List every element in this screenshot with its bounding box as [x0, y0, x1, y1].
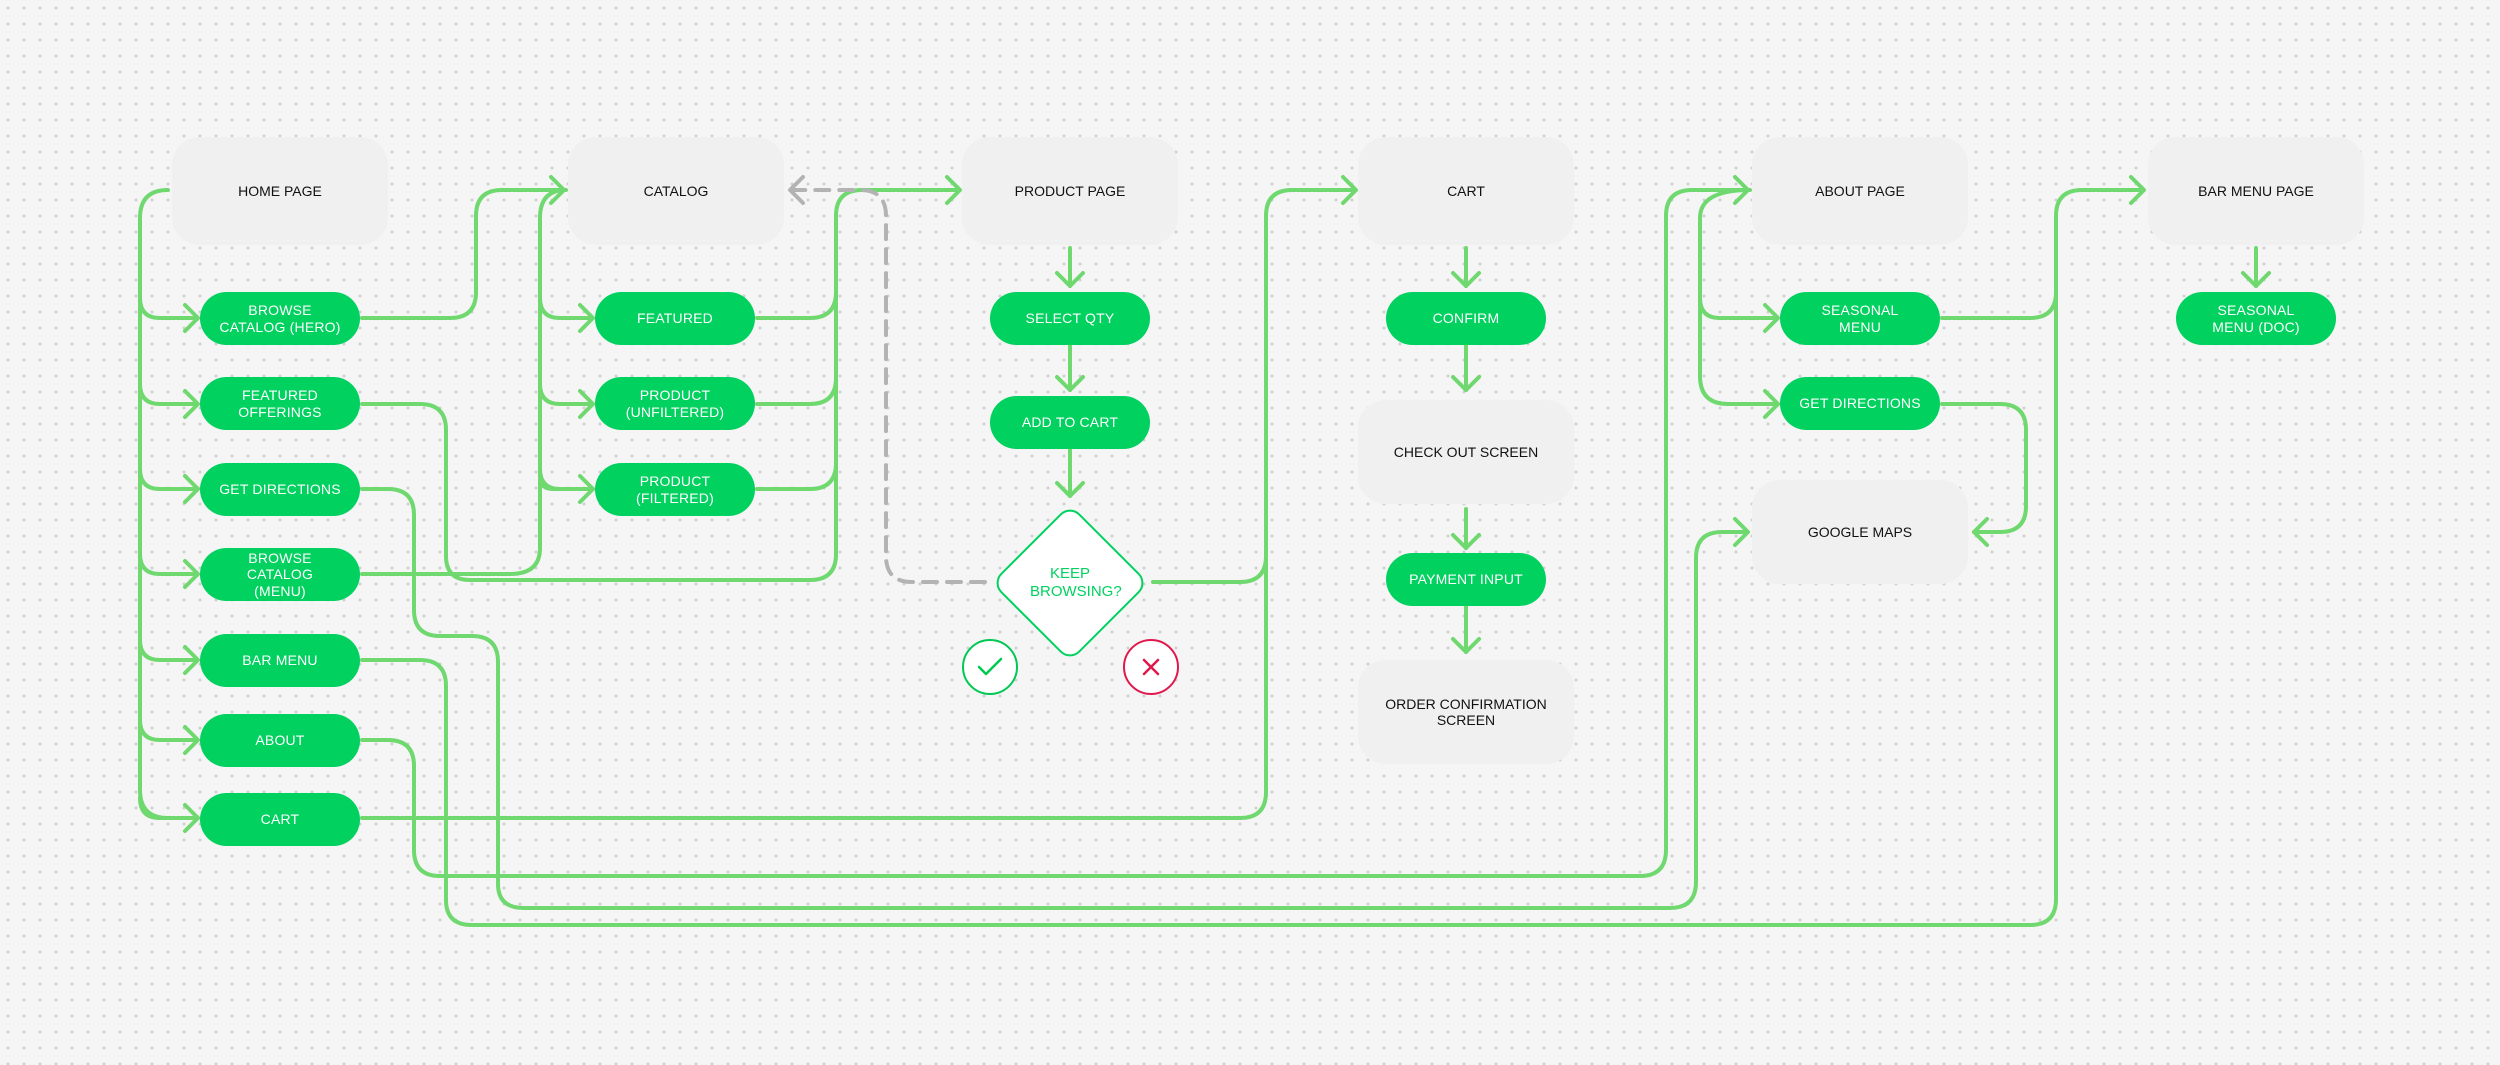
- arrowhead-right: [183, 389, 200, 419]
- featured-button[interactable]: FEATURED: [595, 292, 755, 345]
- catalog-branch-1: [538, 382, 593, 406]
- arrowhead-right: [183, 803, 200, 833]
- arrowhead-down: [2241, 271, 2271, 288]
- arrowhead-down: [1055, 375, 1085, 392]
- browse-catalog-hero-button[interactable]: BROWSE CATALOG (HERO): [200, 292, 360, 345]
- featured-to-product: [755, 290, 838, 320]
- decision-to-cart: [1151, 188, 1356, 584]
- arrowhead-right: [578, 303, 595, 333]
- arrowhead-down: [1451, 271, 1481, 288]
- arrowhead-right: [1341, 175, 1358, 205]
- arrowhead-down: [1451, 533, 1481, 550]
- keep-browsing-decision[interactable]: KEEP BROWSING?: [987, 500, 1153, 666]
- bar-menu-button[interactable]: BAR MENU: [200, 634, 360, 687]
- about-button[interactable]: ABOUT: [200, 714, 360, 767]
- filtered-to-product: [755, 461, 838, 491]
- bar-menu-page-node[interactable]: BAR MENU PAGE: [2148, 137, 2364, 245]
- arrowhead-right: [183, 645, 200, 675]
- featured-offerings-button[interactable]: FEATURED OFFERINGS: [200, 377, 360, 430]
- arrowhead-down: [1055, 271, 1085, 288]
- checkmark-glyph: [977, 657, 1003, 676]
- arrowhead-right: [1763, 303, 1780, 333]
- order-confirmation-screen-node[interactable]: ORDER CONFIRMATION SCREEN: [1358, 660, 1574, 764]
- home-branch-3: [138, 552, 198, 576]
- seasonal-to-barmenu: [1940, 290, 2058, 320]
- arrowhead-right: [578, 389, 595, 419]
- home-barmenu-to-barmenu: [360, 188, 2144, 927]
- arrowhead-right: [945, 175, 962, 205]
- menu-to-catalog: [360, 478, 542, 576]
- product-unfiltered-button[interactable]: PRODUCT (UNFILTERED): [595, 377, 755, 430]
- add-to-cart-button[interactable]: ADD TO CART: [990, 396, 1150, 449]
- catalog-branch-2: [538, 467, 593, 491]
- cart-button[interactable]: CART: [200, 793, 360, 846]
- home-branch-2: [138, 467, 198, 491]
- arrowhead-right: [1763, 389, 1780, 419]
- featured-offerings-to-product: [360, 188, 960, 582]
- x-glyph: [1142, 658, 1160, 676]
- arrowhead-down: [1055, 481, 1085, 498]
- seasonal-menu-button[interactable]: SEASONAL MENU: [1780, 292, 1940, 345]
- decision-question: KEEP BROWSING?: [987, 500, 1153, 666]
- cart-page-node[interactable]: CART: [1358, 137, 1574, 245]
- home-about-to-about: [360, 188, 1748, 878]
- payment-input-button[interactable]: PAYMENT INPUT: [1386, 553, 1546, 606]
- home-branch-5: [138, 718, 198, 742]
- arrowhead-right: [183, 559, 200, 589]
- confirm-button[interactable]: CONFIRM: [1386, 292, 1546, 345]
- home-cart-to-cart: [360, 558, 1268, 820]
- unfiltered-to-product: [755, 376, 838, 406]
- arrowhead-right: [183, 474, 200, 504]
- arrowhead-right: [2129, 175, 2146, 205]
- arrowhead-down: [1451, 375, 1481, 392]
- checkout-screen-node[interactable]: CHECK OUT SCREEN: [1358, 400, 1574, 504]
- home-branch-1: [138, 382, 198, 406]
- home-branch-6: [138, 796, 198, 820]
- x-icon[interactable]: [1123, 639, 1179, 695]
- return-arrowhead: [788, 175, 805, 205]
- home-page-node[interactable]: HOME PAGE: [172, 137, 388, 245]
- seasonal-menu-doc-button[interactable]: SEASONAL MENU (DOC): [2176, 292, 2336, 345]
- about-page-node[interactable]: ABOUT PAGE: [1752, 137, 1968, 245]
- arrowhead-right: [183, 303, 200, 333]
- home-branch-4: [138, 638, 198, 662]
- catalog-page-node[interactable]: CATALOG: [568, 137, 784, 245]
- about-directions-to-maps: [1940, 402, 2028, 534]
- catalog-branch-0: [538, 296, 593, 320]
- hero-to-catalog: [360, 188, 564, 320]
- decision-question-text: KEEP BROWSING?: [1030, 565, 1122, 600]
- product-filtered-button[interactable]: PRODUCT (FILTERED): [595, 463, 755, 516]
- arrowhead-right: [1733, 175, 1750, 205]
- arrowhead-left: [1972, 517, 1989, 547]
- get-directions-button[interactable]: GET DIRECTIONS: [200, 463, 360, 516]
- home-branch-trunk: [138, 188, 200, 820]
- keep-browsing-return: [788, 188, 987, 584]
- browse-catalog-menu-button[interactable]: BROWSE CATALOG (MENU): [200, 548, 360, 601]
- arrowhead-right: [1733, 517, 1750, 547]
- about-branch-0: [1698, 296, 1778, 320]
- checkmark-icon[interactable]: [962, 639, 1018, 695]
- arrowhead-right: [183, 725, 200, 755]
- google-maps-node[interactable]: GOOGLE MAPS: [1752, 480, 1968, 584]
- product-page-node[interactable]: PRODUCT PAGE: [962, 137, 1178, 245]
- arrowhead-down: [1451, 637, 1481, 654]
- select-qty-button[interactable]: SELECT QTY: [990, 292, 1150, 345]
- home-branch-0: [138, 296, 198, 320]
- arrowhead-right: [578, 474, 595, 504]
- arrowhead-right: [549, 175, 566, 205]
- about-get-directions-button[interactable]: GET DIRECTIONS: [1780, 377, 1940, 430]
- home-directions-to-maps: [360, 487, 1748, 910]
